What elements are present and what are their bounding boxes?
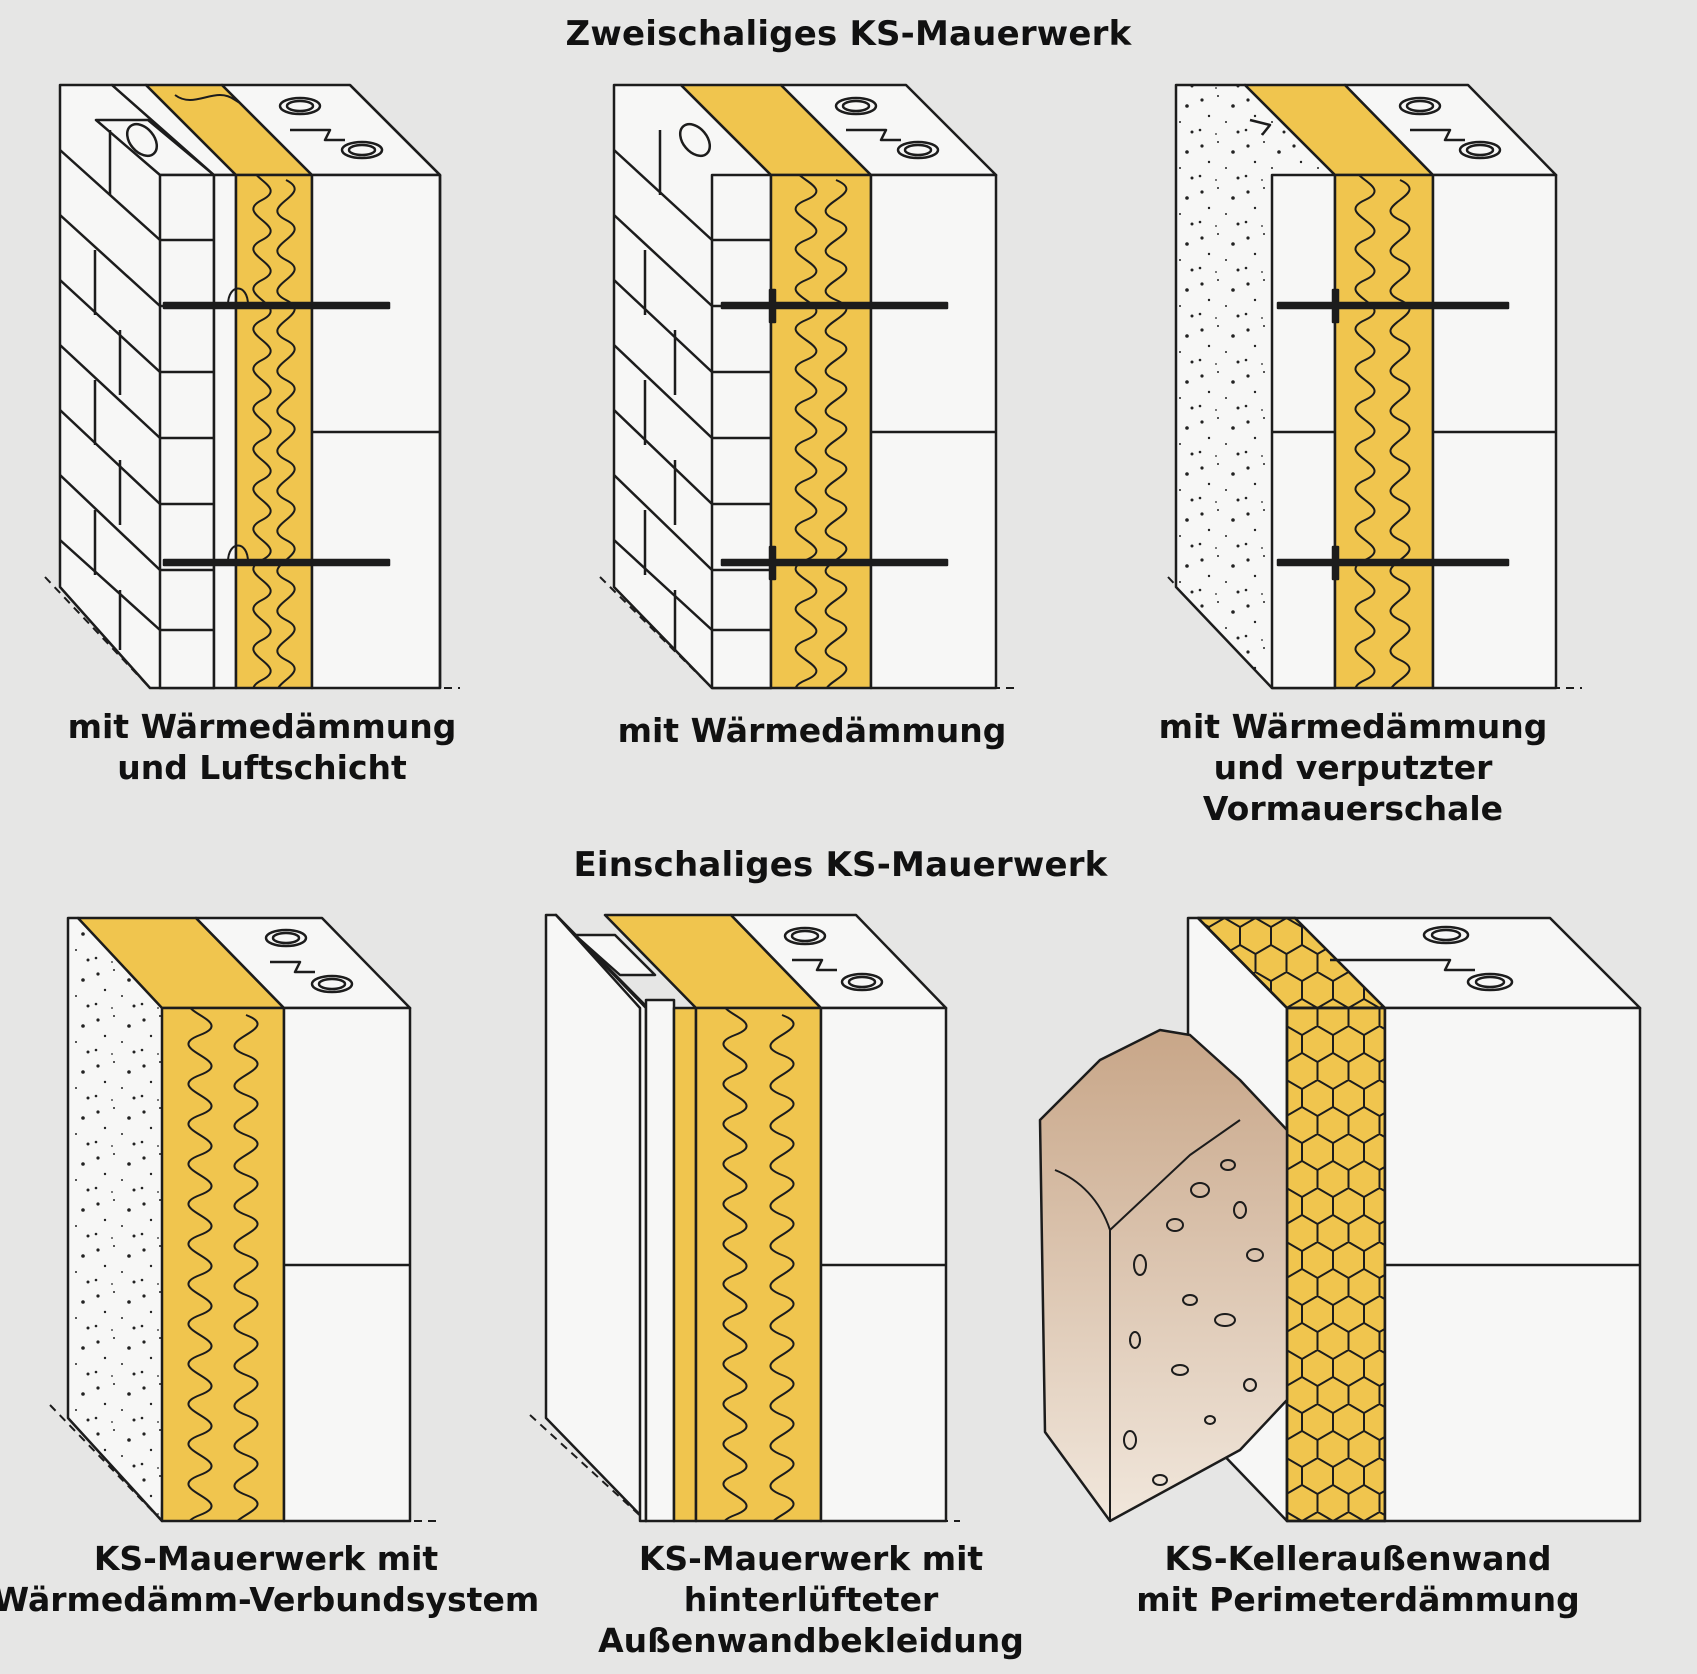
caption-4-line-2: Wärmedämm-Verbundsystem	[0, 1580, 540, 1619]
caption-4-line-1: KS-Mauerwerk mit	[93, 1539, 439, 1578]
caption-4: KS-Mauerwerk mit Wärmedämm-Verbundsystem	[0, 1538, 546, 1620]
caption-2-line-1: mit Wärmedämmung	[617, 711, 1007, 750]
caption-5: KS-Mauerwerk mit hinterlüfteter Außenwan…	[531, 1538, 1091, 1661]
caption-6-line-1: KS-Kelleraußenwand	[1164, 1539, 1552, 1578]
caption-6-line-2: mit Perimeterdämmung	[1136, 1580, 1580, 1619]
section-6	[1038, 916, 1642, 1523]
caption-2: mit Wärmedämmung	[532, 710, 1092, 751]
section-1	[44, 83, 460, 690]
caption-3-line-1: mit Wärmedämmung	[1158, 707, 1548, 746]
caption-5-line-3: Außenwandbekleidung	[598, 1621, 1024, 1660]
caption-3: mit Wärmedämmung und verputzter Vormauer…	[1073, 706, 1633, 829]
caption-1-line-2: und Luftschicht	[117, 748, 407, 787]
heading-single-shell: Einschaliges KS-Mauerwerk	[573, 845, 1108, 885]
caption-6: KS-Kelleraußenwand mit Perimeterdämmung	[1078, 1538, 1638, 1620]
caption-3-line-2: und verputzter	[1213, 748, 1493, 787]
section-2	[599, 83, 1018, 690]
section-4	[49, 916, 440, 1523]
section-3	[1167, 83, 1582, 690]
caption-1-line-1: mit Wärmedämmung	[67, 707, 457, 746]
caption-5-line-2: hinterlüfteter	[683, 1580, 939, 1619]
heading-double-shell: Zweischaliges KS-Mauerwerk	[565, 14, 1132, 54]
caption-3-line-3: Vormauerschale	[1202, 789, 1504, 828]
section-5	[529, 913, 960, 1523]
caption-1: mit Wärmedämmung und Luftschicht	[0, 706, 542, 788]
caption-5-line-1: KS-Mauerwerk mit	[638, 1539, 984, 1578]
